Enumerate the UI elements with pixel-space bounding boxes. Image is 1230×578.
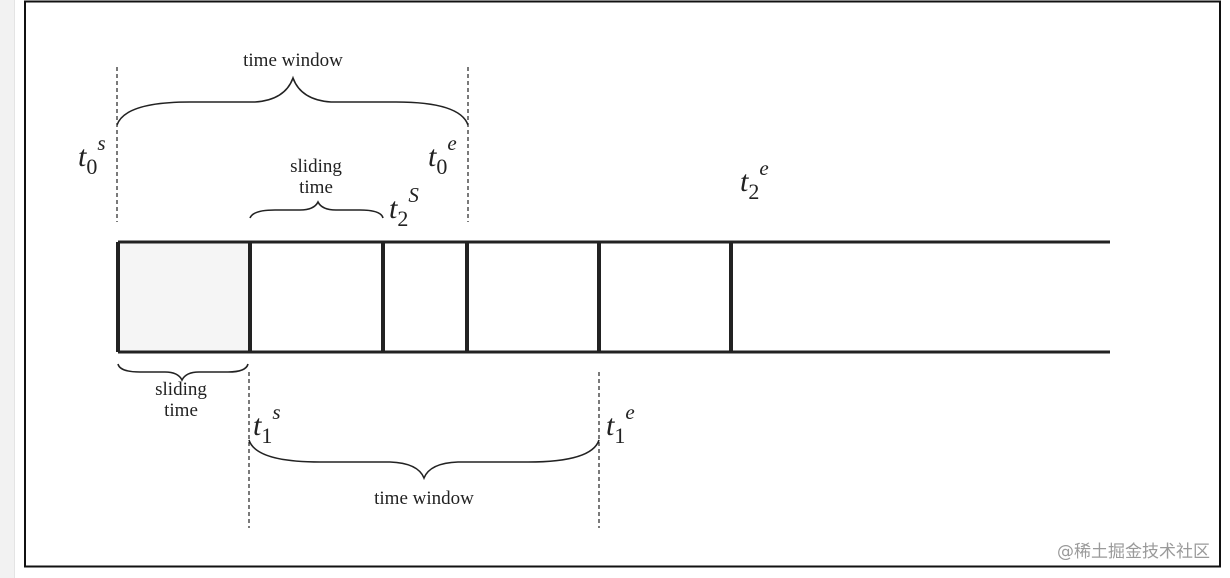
t2-start-label: t2S: [389, 183, 419, 231]
t1-start-label: t1s: [253, 400, 281, 448]
t1-end-label: t1e: [606, 400, 635, 448]
dashed-guides: [116, 67, 600, 528]
top-sliding-label-1: sliding: [290, 156, 342, 177]
bottom-sliding-label-1: sliding: [155, 379, 207, 400]
watermark: @稀土掘金技术社区: [1057, 542, 1210, 562]
left-gutter: [0, 0, 15, 578]
bottom-sliding-brace: [117, 363, 249, 382]
bottom-window-brace: [248, 439, 600, 481]
t0-end-label: t0e: [428, 131, 457, 179]
top-time-window-label: time window: [243, 50, 343, 71]
bottom-time-window-label: time window: [374, 488, 474, 509]
segment-dividers: [116, 242, 733, 352]
bottom-sliding-label-2: time: [164, 400, 198, 421]
t2-end-label: t2e: [740, 156, 769, 204]
t0-start-label: t0s: [78, 131, 106, 179]
braces: [116, 75, 600, 481]
top-sliding-label-2: time: [299, 177, 333, 198]
first-segment-fill: [118, 242, 250, 352]
top-window-brace: [116, 75, 469, 126]
top-sliding-brace: [249, 200, 384, 219]
